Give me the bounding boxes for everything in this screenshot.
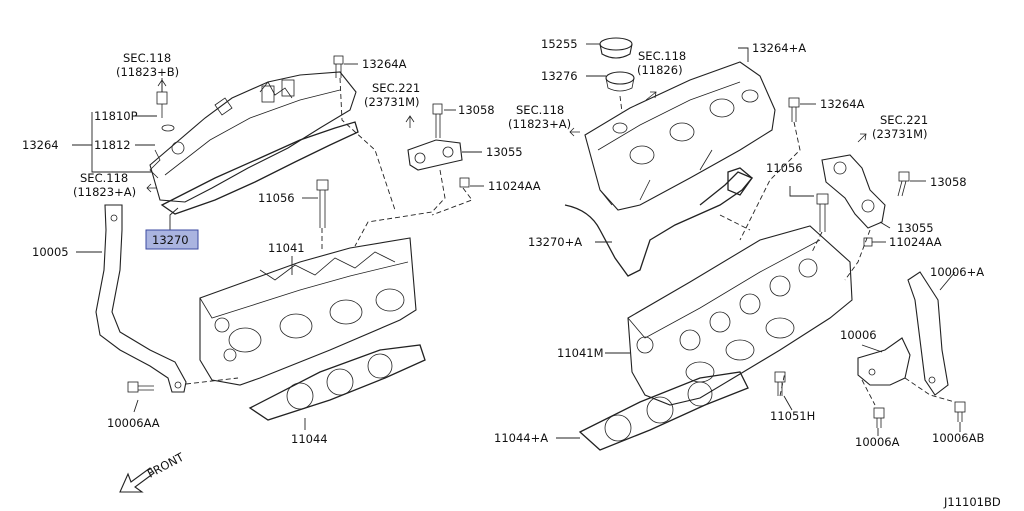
label-11810p[interactable]: 11810P: [94, 109, 138, 123]
label-13055-right[interactable]: 13055: [897, 221, 934, 235]
label-11041[interactable]: 11041: [268, 241, 305, 255]
bolt-10006a[interactable]: [873, 407, 885, 428]
label-10006[interactable]: 10006: [840, 328, 877, 342]
label-sec221-right[interactable]: SEC.221: [880, 113, 928, 127]
label-11812[interactable]: 11812: [94, 138, 131, 152]
leader-lines: [72, 43, 961, 439]
label-13264a-right[interactable]: 13264A: [820, 97, 865, 111]
label-11024aa-right[interactable]: 11024AA: [889, 235, 942, 249]
arrow-sec221-left: [405, 115, 415, 128]
valve-cover-left[interactable]: [149, 71, 357, 203]
part-labels: SEC.118 (11823+B) 13264A 11810P 11812 13…: [22, 37, 984, 449]
filler-cap-gasket[interactable]: [605, 71, 635, 92]
label-11056-left[interactable]: 11056: [258, 191, 295, 205]
label-11051h[interactable]: 11051H: [770, 409, 815, 423]
label-15255[interactable]: 15255: [541, 37, 578, 51]
vtc-solenoid-right[interactable]: [821, 154, 910, 247]
cylinder-head-right[interactable]: [627, 225, 853, 406]
label-13055-left[interactable]: 13055: [486, 145, 523, 159]
label-13270[interactable]: 13270: [152, 233, 189, 247]
label-13264a-plus[interactable]: 13264+A: [752, 41, 806, 55]
bolt-10006aa[interactable]: [127, 381, 154, 393]
label-13264[interactable]: 13264: [22, 138, 59, 152]
label-13270a[interactable]: 13270+A: [528, 235, 582, 249]
label-13058-left[interactable]: 13058: [458, 103, 495, 117]
label-11056-right[interactable]: 11056: [766, 161, 803, 175]
label-sec221-right-ref[interactable]: (23731M): [872, 127, 927, 141]
arrow-sec118-a-mid: [569, 127, 580, 137]
plug-11051h[interactable]: [774, 371, 786, 396]
oil-filler-cap[interactable]: [599, 37, 633, 59]
label-sec118-a-mid-ref[interactable]: (11823+A): [508, 117, 571, 131]
label-13276[interactable]: 13276: [541, 69, 578, 83]
label-11044a[interactable]: 11044+A: [494, 431, 548, 445]
label-sec118-a-left[interactable]: SEC.118: [80, 171, 128, 185]
valve-cover-gasket-left[interactable]: [160, 121, 359, 215]
front-arrow-icon: [119, 467, 155, 493]
label-11044[interactable]: 11044: [291, 432, 328, 446]
label-sec118-b-ref[interactable]: (11823+B): [116, 65, 179, 79]
head-gasket-right[interactable]: [578, 371, 749, 451]
bolt-11056-left[interactable]: [316, 179, 329, 228]
vtc-solenoid-left[interactable]: [407, 103, 470, 188]
label-sec221-left-ref[interactable]: (23731M): [364, 95, 419, 109]
label-sec118-mid[interactable]: SEC.118: [638, 49, 686, 63]
label-13058-right[interactable]: 13058: [930, 175, 967, 189]
label-10005[interactable]: 10005: [32, 245, 69, 259]
label-11024aa-left[interactable]: 11024AA: [488, 179, 541, 193]
label-10006a-plus[interactable]: 10006+A: [930, 265, 984, 279]
label-sec118-mid-ref[interactable]: (11826): [637, 63, 683, 77]
bolt-11056-right[interactable]: [816, 193, 829, 232]
front-direction-indicator: FRONT: [119, 449, 187, 493]
bracket-10005[interactable]: [95, 204, 187, 393]
label-sec118-b[interactable]: SEC.118: [123, 51, 171, 65]
head-gasket-left[interactable]: [248, 344, 426, 421]
arrow-sec221-right: [857, 133, 867, 143]
cylinder-head-left[interactable]: [199, 237, 417, 386]
bolt-13264a-left[interactable]: [333, 55, 344, 78]
bracket-10006[interactable]: [857, 337, 911, 386]
oil-seal-parts[interactable]: [149, 91, 175, 179]
label-13264a-top[interactable]: 13264A: [362, 57, 407, 71]
label-11041m[interactable]: 11041M: [557, 346, 604, 360]
guide-lines-right: [719, 121, 956, 406]
front-label: FRONT: [145, 449, 187, 480]
label-10006aa[interactable]: 10006AA: [107, 416, 160, 430]
diagram-code: J11101BD: [943, 495, 1001, 509]
label-10006ab[interactable]: 10006AB: [932, 431, 984, 445]
bracket-10006a-plus[interactable]: [907, 271, 949, 396]
label-sec221-left[interactable]: SEC.221: [372, 81, 420, 95]
label-sec118-a-left-ref[interactable]: (11823+A): [73, 185, 136, 199]
label-10006a[interactable]: 10006A: [855, 435, 900, 449]
valve-cover-right[interactable]: [584, 61, 776, 211]
valve-cover-gasket-right[interactable]: [564, 167, 754, 277]
bolt-10006ab[interactable]: [954, 401, 966, 422]
guide-lines-left: [185, 77, 473, 385]
arrow-sec118-a-left: [146, 183, 157, 193]
bolt-13264a-right[interactable]: [788, 97, 800, 122]
guide-line-cap: [619, 95, 623, 113]
label-sec118-a-mid[interactable]: SEC.118: [516, 103, 564, 117]
label-13270-highlight: [145, 229, 199, 250]
